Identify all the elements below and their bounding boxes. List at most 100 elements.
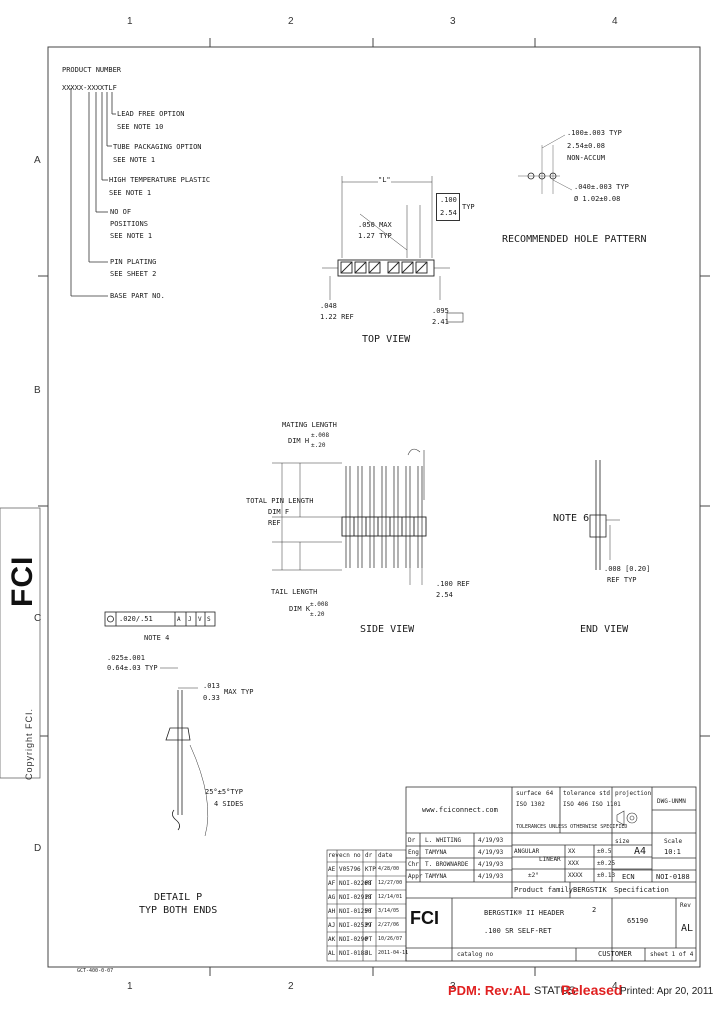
tb-scale-label: Scale xyxy=(664,838,683,845)
revision-cell: 2/27/06 xyxy=(378,922,400,928)
grid-row-b: B xyxy=(34,385,41,396)
tb-tol-angle: ±2° xyxy=(528,872,539,879)
footer-printed: Printed: Apr 20, 2011 xyxy=(620,986,714,997)
side-total-pin-length: TOTAL PIN LENGTH xyxy=(246,497,314,505)
revision-cell: 12/27/00 xyxy=(378,880,403,886)
top-dim-l: "L" xyxy=(378,176,391,184)
hole-dim-4: .040±.003 TYP xyxy=(574,183,629,191)
copyright-text: Copyright FCI. xyxy=(24,707,34,780)
tb-tolerance-label: tolerance std xyxy=(563,790,610,797)
detail-angle: 25°±5°TYP xyxy=(205,788,243,796)
revision-cell: NOI-0188 xyxy=(339,950,368,957)
top-dim-050-max: .050 MAX xyxy=(358,221,392,229)
option-high-temp-1: HIGH TEMPERATURE PLASTIC xyxy=(109,176,211,184)
product-number-heading: PRODUCT NUMBER xyxy=(62,66,122,74)
rev-header-ecn: ecn no xyxy=(339,852,361,859)
tb-surface-std: ISO 1302 xyxy=(516,801,545,808)
tb-tolerances-note: TOLERANCES UNLESS OTHERWISE SPECIFIED xyxy=(516,824,628,830)
tb-angular: ANGULAR xyxy=(514,848,540,855)
revision-cell: NOI-02539 xyxy=(339,922,372,929)
side-mating-dim: DIM H xyxy=(288,437,310,445)
detail-dim-013: .013 xyxy=(203,682,220,690)
revision-cell: AG xyxy=(328,894,336,901)
option-high-temp-2: SEE NOTE 1 xyxy=(109,189,152,197)
tb-tol-xxxx-val: ±0.13 xyxy=(597,872,616,879)
grid-column-1-top: 1 xyxy=(127,16,133,27)
fcf-datum-b: J xyxy=(188,616,192,623)
tb-sheet: sheet 1 of 4 xyxy=(650,951,694,958)
signoff-cell: 4/19/93 xyxy=(478,873,504,880)
side-total-dim: DIM F xyxy=(268,508,290,516)
grid-column-2-top: 2 xyxy=(288,16,294,27)
grid-row-a: A xyxy=(34,155,41,166)
tb-tol-xxx: XXX xyxy=(568,860,579,867)
grid-column-4-top: 4 xyxy=(612,16,618,27)
fcf-datum-a: A xyxy=(177,616,181,623)
tb-size-label: size xyxy=(615,838,630,845)
side-tail-length: TAIL LENGTH xyxy=(271,588,318,596)
option-pin-plating-2: SEE SHEET 2 xyxy=(110,270,157,278)
detail-angle-sides: 4 SIDES xyxy=(214,800,244,808)
revision-cell: AK xyxy=(328,936,336,943)
side-mating-tol-inch: ±.008 xyxy=(311,432,330,439)
grid-column-1-bottom: 1 xyxy=(127,981,133,992)
signoff-cell: Eng xyxy=(408,849,419,856)
tb-drawing-no: 65190 xyxy=(627,917,649,925)
tb-ecn: NOI-0188 xyxy=(656,873,690,881)
signoff-cell: T. BROWNARDE xyxy=(425,861,469,868)
grid-column-2-bottom: 2 xyxy=(288,981,294,992)
grid-row-c: C xyxy=(34,613,42,624)
option-base-part: BASE PART NO. xyxy=(110,292,165,300)
tb-number-prefix: 2 xyxy=(592,906,597,914)
top-dim-100-box xyxy=(436,193,460,221)
tb-product-family: BERGSTIK xyxy=(573,886,607,894)
hole-dim-1: .100±.003 TYP xyxy=(567,129,622,137)
top-dim-048: .048 xyxy=(320,302,337,310)
signoff-cell: 4/19/93 xyxy=(478,837,504,844)
fci-logo-vertical: FCI xyxy=(2,515,39,611)
revision-cell: NOI-01250 xyxy=(339,908,372,915)
rev-header-date: date xyxy=(378,852,393,859)
signoff-cell: Chr xyxy=(408,861,419,868)
tb-dwg-label: DWG-UNMN xyxy=(657,798,686,805)
option-positions-2: POSITIONS xyxy=(110,220,148,228)
top-dim-095: .095 xyxy=(432,307,449,315)
fci-logo-small: FCI xyxy=(410,906,442,942)
tb-surface-value: 64 xyxy=(546,790,554,797)
revision-cell: 10/26/07 xyxy=(378,936,403,942)
fcf-datum-c: V xyxy=(198,616,202,623)
fcf-tolerance: .020/.51 xyxy=(119,615,153,623)
top-dim-100-inch: .100 xyxy=(440,196,457,204)
rev-header-rev: rev xyxy=(328,852,339,859)
revision-cell: AE xyxy=(328,866,336,873)
signoff-cell: L. WHITING xyxy=(425,837,462,844)
footer-pdm: PDM: Rev:AL xyxy=(448,983,531,998)
tb-surface-label: surface xyxy=(516,790,542,797)
side-total-ref: REF xyxy=(268,519,281,527)
revision-cell: AL xyxy=(328,950,336,957)
revision-cell: PT xyxy=(365,894,373,901)
revision-cell: V05796 xyxy=(339,866,361,873)
grid-row-d: D xyxy=(34,843,42,854)
side-tail-tol-inch: ±.008 xyxy=(310,601,329,608)
product-number-code: XXXXX-XXXXTLF xyxy=(62,84,117,92)
revision-cell: NOI-02918 xyxy=(339,894,372,901)
tb-tolerance-std: ISO 406 ISO 1101 xyxy=(563,801,621,808)
tb-rev: AL xyxy=(681,923,694,934)
tb-projection-label: projection xyxy=(615,790,652,797)
revision-cell: NOI-02268 xyxy=(339,880,372,887)
option-pin-plating-1: PIN PLATING xyxy=(110,258,157,266)
side-tail-tol-mm: ±.20 xyxy=(310,611,325,618)
detail-dim-064: 0.64±.03 TYP xyxy=(107,664,158,672)
tb-catalog-label: catalog no xyxy=(457,951,494,958)
side-tail-dim: DIM K xyxy=(289,605,311,613)
revision-cell: 3/14/05 xyxy=(378,908,400,914)
tb-product-family-label: Product family xyxy=(514,886,574,894)
option-lead-free-1: LEAD FREE OPTION xyxy=(117,110,185,118)
logo-text-small: FCI xyxy=(410,908,439,928)
tb-ecn-label: ECN xyxy=(622,873,635,881)
tb-tol-xx: XX xyxy=(568,848,576,855)
signoff-cell: TAMYNA xyxy=(425,849,447,856)
top-dim-048-ref: 1.22 REF xyxy=(320,313,354,321)
